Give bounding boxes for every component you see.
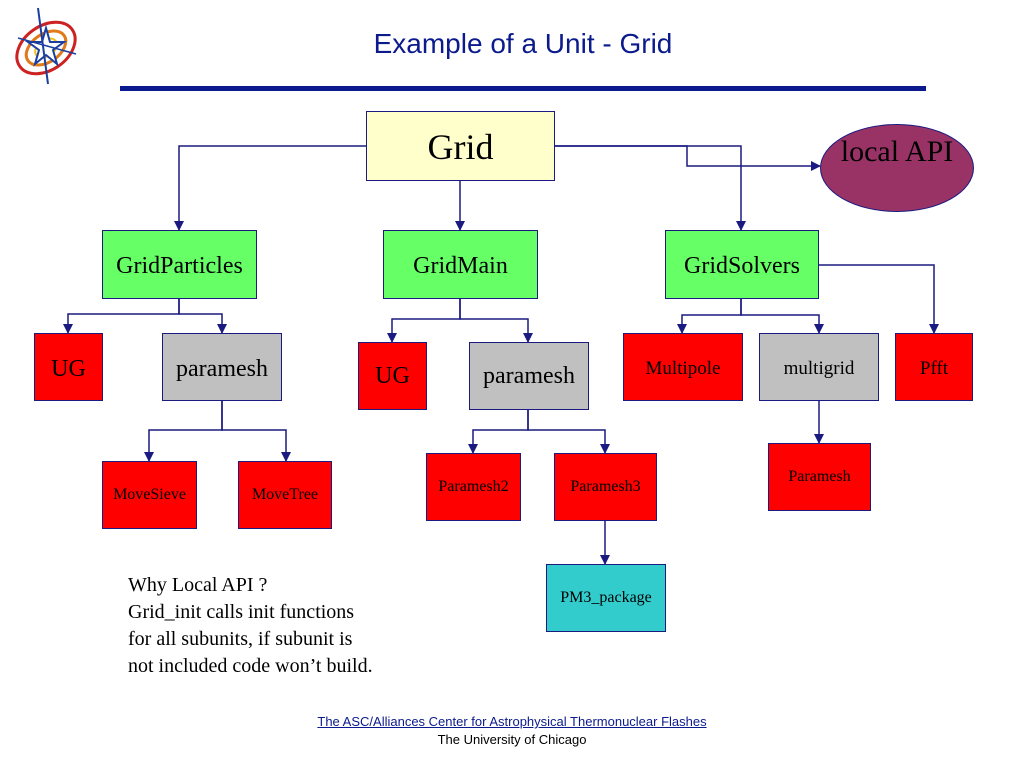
footer-center-link[interactable]: The ASC/Alliances Center for Astrophysic… [317, 714, 707, 729]
local-api-line2: API [904, 135, 954, 168]
arrow-gridmain-to-paramesh [459, 299, 533, 343]
arrow-gridsolvers-to-multigrid [740, 299, 824, 334]
arrow-paramesh-to-paramesh3 [527, 409, 610, 454]
arrow-paramesh-to-paramesh2 [468, 409, 529, 454]
particles-ug-label: UG [51, 356, 86, 382]
solvers-paramesh-box: Paramesh [768, 443, 871, 511]
title-underline [120, 86, 926, 91]
arrow-gridsolvers-to-multipole [677, 299, 742, 334]
paramesh3-label: Paramesh3 [570, 478, 641, 495]
multipole-box: Multipole [623, 333, 743, 401]
movetree-box: MoveTree [238, 461, 332, 529]
pm3-package-label: PM3_package [560, 589, 652, 606]
slide-title: Example of a Unit - Grid [373, 28, 673, 59]
note-line-2: for all subunits, if subunit is [128, 628, 353, 650]
particles-ug-box: UG [34, 333, 103, 401]
main-paramesh-box: paramesh [469, 342, 589, 410]
arrow-grid-to-gridparticles [174, 145, 366, 231]
main-ug-box: UG [358, 342, 427, 410]
paramesh3-box: Paramesh3 [554, 453, 657, 521]
multigrid-label: multigrid [783, 358, 855, 379]
main-paramesh-label: paramesh [483, 363, 575, 389]
gridparticles-label: GridParticles [116, 253, 243, 279]
particles-paramesh-label: paramesh [176, 356, 268, 382]
footer-university: The University of Chicago [437, 732, 587, 747]
arrow-grid-to-local-api [555, 145, 821, 171]
gridmain-box: GridMain [383, 230, 538, 299]
note-line-3: not included code won’t build. [128, 655, 373, 677]
solvers-paramesh-label: Paramesh [788, 468, 851, 485]
pfft-box: Pfft [895, 333, 973, 401]
local-api-line1: local [840, 135, 900, 168]
arrow-gridsolvers-to-pfft [819, 264, 939, 334]
arrow-gridmain-to-ug [387, 299, 461, 343]
pfft-label: Pfft [919, 358, 949, 379]
multigrid-box: multigrid [759, 333, 879, 401]
arrow-grid-to-gridsolvers [555, 145, 746, 231]
gridsolvers-label: GridSolvers [684, 253, 800, 279]
movesieve-label: MoveSieve [113, 486, 186, 503]
movesieve-box: MoveSieve [102, 461, 197, 529]
pm3-package-box: PM3_package [546, 564, 666, 632]
paramesh2-label: Paramesh2 [438, 478, 509, 495]
flash-center-logo [15, 7, 77, 85]
arrow-gridparticles-to-ug [63, 299, 180, 334]
movetree-label: MoveTree [251, 486, 319, 503]
why-local-api-note: Why Local API ? Grid_init calls init fun… [128, 572, 448, 680]
arrow-paramesh-to-movesieve [144, 401, 223, 462]
grid-box: Grid [366, 111, 555, 181]
note-heading: Why Local API ? [128, 574, 268, 596]
grid-label: Grid [427, 127, 494, 167]
particles-paramesh-box: paramesh [162, 333, 282, 401]
arrow-gridparticles-to-paramesh [178, 299, 227, 334]
arrow-paramesh-to-movetree [221, 401, 291, 462]
main-ug-label: UG [375, 363, 410, 389]
gridsolvers-box: GridSolvers [665, 230, 819, 299]
local-api-ellipse: local API [820, 124, 974, 212]
gridmain-label: GridMain [413, 253, 508, 279]
note-line-1: Grid_init calls init functions [128, 601, 355, 623]
gridparticles-box: GridParticles [102, 230, 257, 299]
multipole-label: Multipole [645, 358, 721, 379]
paramesh2-box: Paramesh2 [426, 453, 521, 521]
